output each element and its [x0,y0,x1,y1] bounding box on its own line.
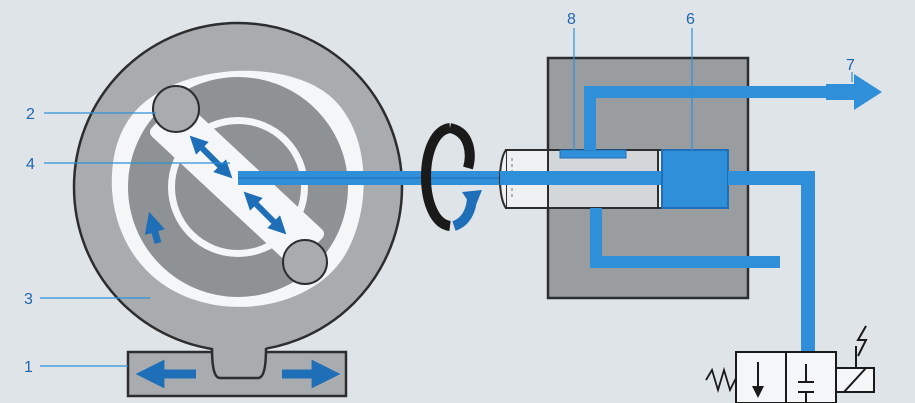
flow-arrow-inner [144,211,165,244]
lightning-icon [855,325,868,368]
control-line [728,171,815,356]
rotation-arrow-icon [421,123,482,231]
outlet-arrow-icon [826,74,882,110]
vane-arrow-lower [243,191,287,235]
return-channel [590,208,780,268]
solenoid-valve [735,351,875,403]
label-1: 1 [24,359,33,376]
label-3: 3 [24,291,33,308]
vane-arrow-upper [189,135,233,179]
valve-6 [661,149,729,209]
label-2: 2 [26,106,35,123]
vane-lower [282,239,328,285]
rotor-ring [169,118,307,256]
label-4: 4 [26,156,35,173]
label-7: 7 [846,57,855,74]
label-8: 8 [567,11,576,28]
label-6: 6 [686,11,695,28]
leader-lines [40,28,853,367]
outlet-channel [584,86,826,150]
spring-icon [705,366,737,394]
channel-8 [559,149,627,159]
vane-upper [152,85,200,133]
